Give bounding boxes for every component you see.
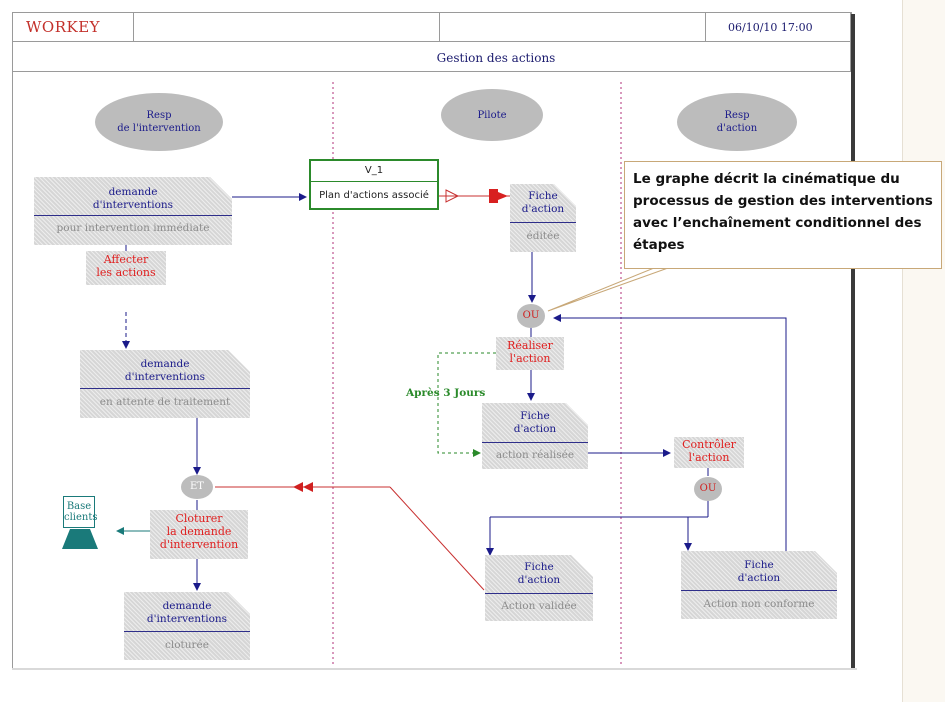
doc-demande-attente: demande d'interventions en attente de tr… (80, 350, 250, 418)
header-blank-cell-2 (440, 12, 706, 42)
action-realiser: Réaliser l'action (496, 337, 564, 370)
gate-ou-top: OU (517, 304, 545, 328)
action-realiser-label: Réaliser l'action (507, 339, 553, 365)
base-clients-box: Base clients (63, 496, 98, 528)
doc-demande-immediate: demande d'interventions pour interventio… (34, 177, 232, 245)
doc-fiche-realisee: Fiche d'action action réalisée (482, 403, 588, 469)
doc-title: Fiche d'action (513, 410, 557, 435)
action-affecter-label: Affecter les actions (96, 253, 156, 279)
datetime-cell: 06/10/10 17:00 (706, 12, 851, 42)
lane-pilote-label: Pilote (477, 109, 507, 121)
frame-shadow (851, 14, 855, 670)
doc-title: demande d'interventions (124, 358, 206, 383)
doc-status: cloturée (165, 639, 209, 651)
action-controler-label: Contrôler l'action (682, 438, 736, 464)
title-row: Gestion des actions (12, 42, 851, 72)
lane-resp-action: Resp d'action (677, 93, 797, 151)
doc-title: demande d'interventions (92, 186, 174, 211)
callout-note: Le graphe décrit la cinématique du proce… (624, 161, 942, 269)
right-margin-panel (902, 0, 945, 702)
doc-demande-cloturee: demande d'interventions cloturée (124, 592, 250, 660)
doc-title: demande d'interventions (146, 600, 228, 625)
action-affecter: Affecter les actions (86, 251, 166, 285)
doc-status: pour intervention immédiate (56, 222, 210, 234)
frame-bottom-edge (12, 668, 857, 670)
doc-status: action réalisée (495, 449, 575, 461)
plan-actions-box: V_1 Plan d'actions associé (309, 159, 439, 210)
header-blank-cell-1 (134, 12, 440, 42)
gate-ou-right: OU (694, 477, 722, 501)
doc-title: Fiche d'action (737, 559, 781, 584)
database-icon (62, 529, 98, 549)
delay-label: Après 3 Jours (406, 387, 486, 399)
action-cloturer: Cloturer la demande d'intervention (150, 510, 248, 559)
doc-title: Fiche d'action (521, 190, 565, 215)
lane-resp-intervention-label: Resp de l'intervention (117, 110, 201, 134)
doc-title: Fiche d'action (517, 561, 561, 586)
version-label: V_1 (311, 161, 437, 182)
brand-name: WORKEY (26, 18, 101, 36)
action-controler: Contrôler l'action (674, 437, 744, 468)
doc-fiche-validee: Fiche d'action Action validée (485, 555, 593, 621)
doc-status: éditée (526, 230, 560, 242)
plan-label: Plan d'actions associé (319, 190, 429, 201)
doc-status: Action validée (501, 600, 577, 612)
doc-status: Action non conforme (703, 598, 815, 610)
lane-pilote: Pilote (441, 89, 543, 141)
action-cloturer-label: Cloturer la demande d'intervention (159, 512, 239, 551)
datetime: 06/10/10 17:00 (728, 21, 813, 34)
lane-resp-intervention: Resp de l'intervention (95, 93, 223, 151)
doc-fiche-editee: Fiche d'action éditée (510, 184, 576, 252)
page-title: Gestion des actions (436, 51, 556, 65)
brand-cell: WORKEY (12, 12, 134, 42)
gate-et: ET (181, 475, 213, 499)
doc-status: en attente de traitement (99, 396, 231, 408)
lane-resp-action-label: Resp d'action (716, 110, 758, 134)
base-clients-label: Base clients (64, 501, 98, 523)
doc-fiche-non-conforme: Fiche d'action Action non conforme (681, 551, 837, 619)
